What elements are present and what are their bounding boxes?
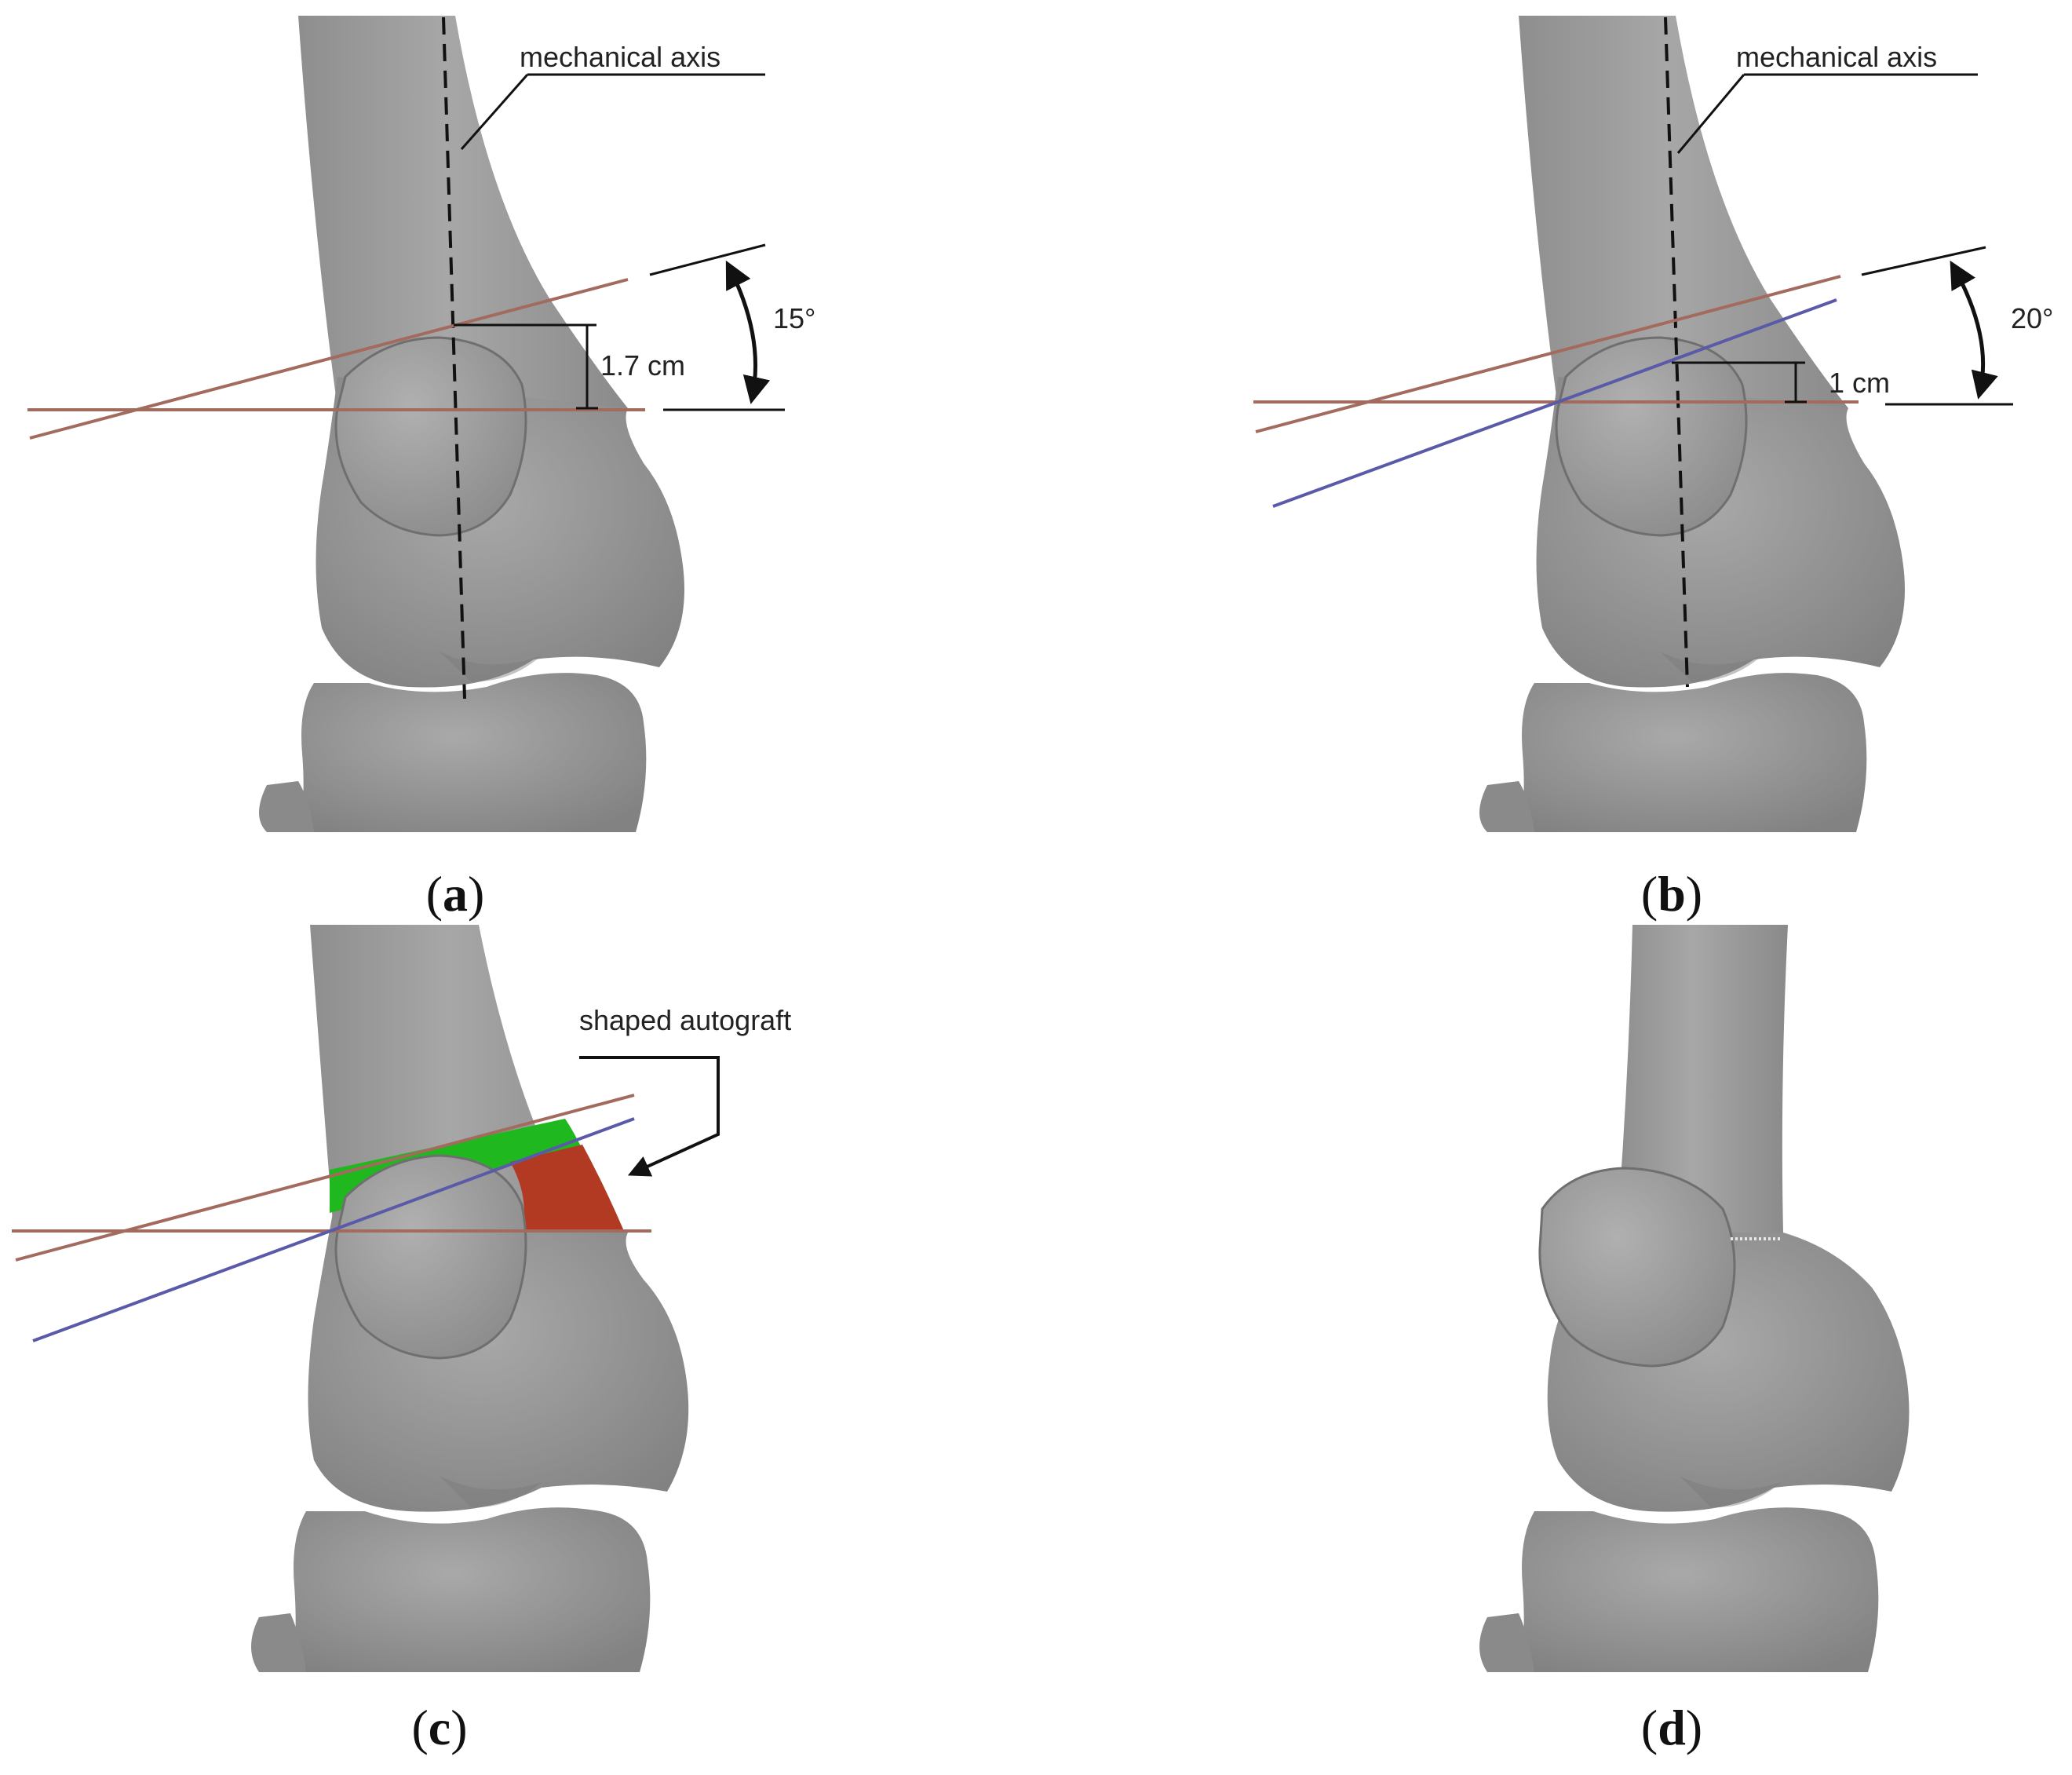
graft-wedge-red (510, 1145, 624, 1231)
fibula-head (251, 1613, 306, 1672)
condyle-notch (1680, 1476, 1782, 1508)
femur-shaft (1617, 925, 1788, 1233)
panel-b: mechanical axis 1 cm 20° (b) (1253, 16, 2053, 922)
angle-label: 15° (773, 302, 815, 334)
tibia (298, 673, 647, 832)
bone-b (1479, 16, 1905, 832)
fibula-head (1479, 781, 1534, 832)
axis-label-leader (1676, 74, 1746, 154)
angle-label: 20° (2011, 302, 2053, 334)
fibula-head (259, 781, 314, 832)
panel-a: mechanical axis 1.7 cm 15° (a) (27, 16, 815, 922)
axis-label: mechanical axis (1736, 41, 1937, 73)
cut-line-oblique (1255, 275, 1841, 433)
panel-c: shaped autograft (c) (12, 925, 791, 1755)
condyle-notch (440, 1476, 542, 1508)
bone-d (1479, 925, 1910, 1672)
mechanical-axis-line (1664, 16, 1689, 688)
axis-label: mechanical axis (520, 41, 720, 73)
angle-ref-oblique (649, 243, 766, 276)
panel-d: (d) (1479, 925, 1910, 1755)
tibia (290, 1507, 651, 1672)
distance-label: 1 cm (1829, 367, 1890, 399)
panel-caption-c: (c) (411, 1700, 467, 1755)
patella (334, 336, 527, 537)
graft-label-leader (579, 1056, 720, 1177)
cut-line-oblique (29, 278, 629, 440)
fibula-head (1479, 1613, 1534, 1672)
angle-arc-arrow (725, 260, 771, 404)
graft-label: shaped autograft (579, 1004, 791, 1036)
patella (1538, 1167, 1736, 1368)
angle-arc-arrow (1950, 260, 1998, 400)
tibia (1519, 673, 1867, 832)
panel-caption-a: (a) (426, 866, 485, 922)
panel-caption-b: (b) (1641, 866, 1702, 922)
cut-line-blue (32, 1117, 635, 1342)
femur-shaft (1519, 16, 1848, 408)
distance-label: 1.7 cm (600, 349, 685, 382)
femur-shaft (298, 16, 628, 408)
angle-ref-oblique (1861, 246, 1986, 276)
cut-line-blue (1272, 298, 1837, 508)
mechanical-axis-line (442, 16, 466, 699)
panel-caption-d: (d) (1641, 1700, 1702, 1755)
bone-a (259, 16, 684, 832)
axis-label-leader (460, 74, 529, 150)
patella (334, 1154, 527, 1360)
tibia (1519, 1507, 1879, 1672)
patella (1555, 336, 1748, 537)
